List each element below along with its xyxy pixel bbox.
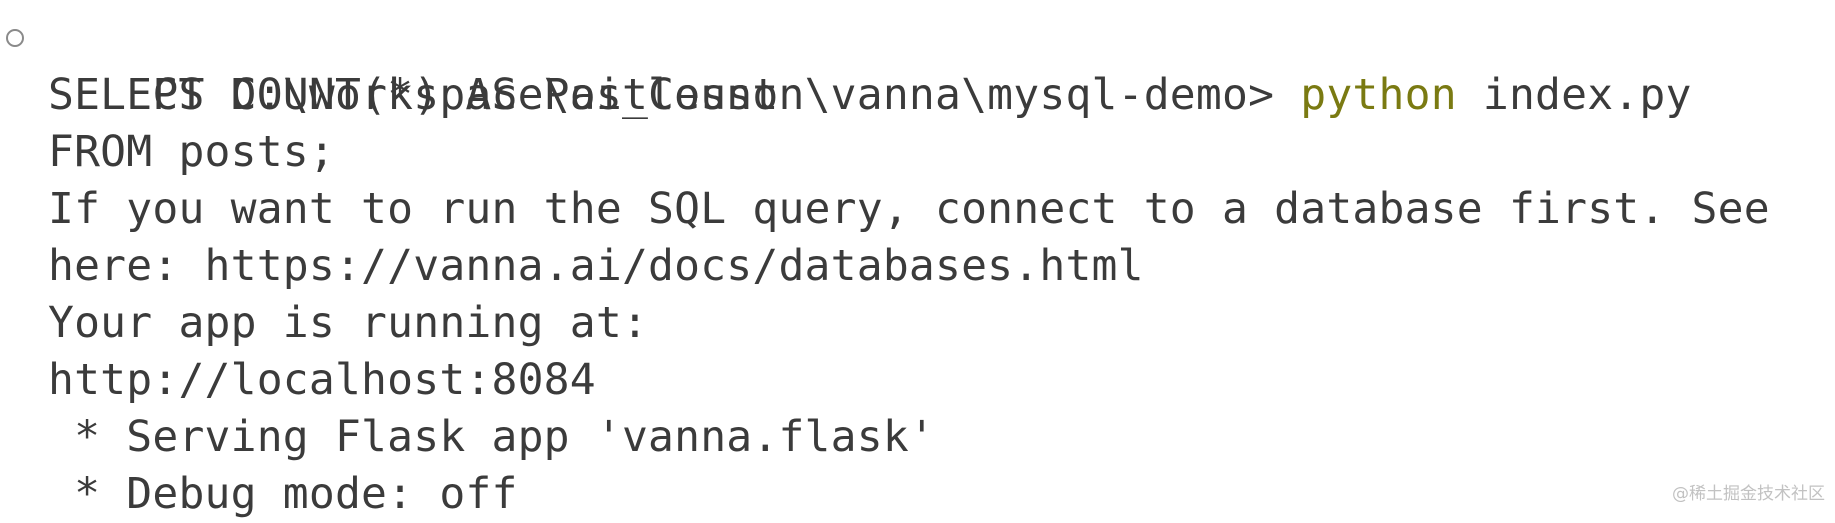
output-line: http://localhost:8084 (48, 355, 596, 405)
output-line: If you want to run the SQL query, connec… (48, 184, 1770, 234)
watermark: @稀土掘金技术社区 (1672, 484, 1825, 504)
command-name: python (1300, 70, 1457, 120)
output-line: here: https://vanna.ai/docs/databases.ht… (48, 241, 1144, 291)
output-line: FROM posts; (48, 127, 335, 177)
output-line: SELECT COUNT(*) AS PostCount (48, 70, 779, 120)
output-line: Your app is running at: (48, 298, 649, 348)
shell-prompt: PS D:\workspace\ai_lesson\vanna\mysql-de… (152, 70, 1301, 120)
output-line: * Serving Flask app 'vanna.flask' (48, 412, 935, 462)
output-line: * Debug mode: off (48, 469, 518, 519)
circle-outline-icon (6, 29, 24, 47)
command-line: PS D:\workspace\ai_lesson\vanna\mysql-de… (0, 10, 1835, 120)
command-args: index.py (1456, 70, 1692, 120)
